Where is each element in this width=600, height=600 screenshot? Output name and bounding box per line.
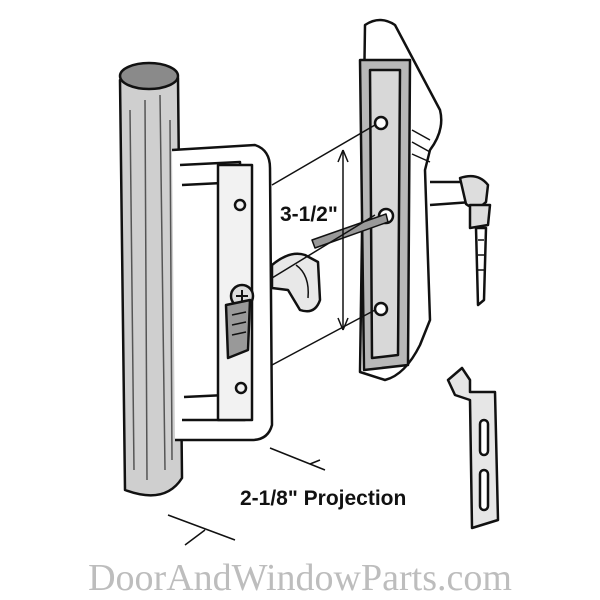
dimension-lines (167, 124, 376, 546)
keeper-clip (446, 366, 500, 530)
outside-handle (358, 18, 443, 382)
watermark: DoorAndWindowParts.com (88, 557, 512, 599)
height-dimension-label: 3-1/2" (280, 203, 338, 226)
keys (429, 174, 492, 307)
inside-mounting-plate (171, 143, 274, 442)
projection-dimension-label: 2-1/8" Projection (240, 487, 407, 510)
latch-lever (270, 252, 322, 313)
wood-pull-handle (118, 61, 184, 497)
